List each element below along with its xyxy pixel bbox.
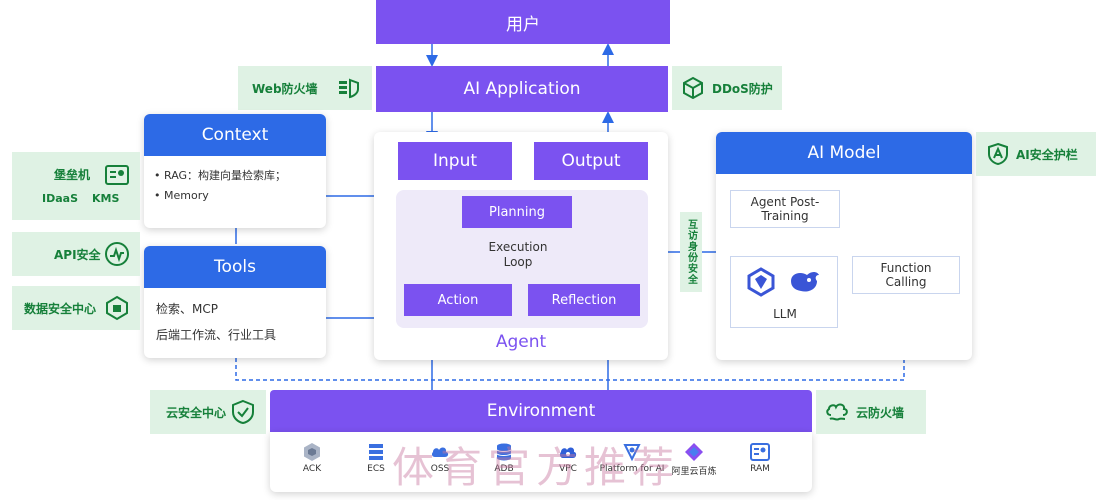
env-ecs: ECS (346, 442, 406, 474)
output-box: Output (534, 142, 648, 180)
env-ecs-label: ECS (367, 464, 385, 474)
env-adb-label: ADB (494, 464, 514, 474)
cube-shield-icon (683, 76, 703, 100)
env-ram: RAM (730, 442, 790, 474)
function-calling-line: Calling (885, 275, 927, 289)
ai-guardrail-badge: AI安全护栏 (976, 132, 1096, 176)
context-list: • RAG：构建向量检索库； • Memory (144, 156, 326, 216)
ai-model-title: AI Model (716, 132, 972, 174)
data-security-label: 数据安全中心 (24, 301, 97, 316)
function-calling-box: Function Calling (852, 256, 960, 294)
output-label: Output (561, 151, 621, 171)
ecs-server-icon (369, 444, 383, 460)
environment-body (270, 432, 812, 492)
env-bailian: 阿里云百炼 (664, 442, 724, 477)
input-label: Input (432, 151, 478, 171)
ai-application-label: AI Application (463, 79, 581, 99)
execution-loop-line: Loop (503, 255, 533, 269)
tools-item: 检索、MCP (156, 302, 218, 316)
env-ack: ACK (282, 442, 342, 474)
data-security-badge: 数据安全中心 (12, 286, 140, 330)
watermark-text: 体育官方推荐 (392, 443, 681, 492)
cloud-security-badge: 云安全中心 (150, 390, 266, 434)
cloud-security-label: 云安全中心 (166, 405, 227, 420)
pulse-icon (105, 242, 129, 266)
execution-loop-line: Execution (488, 240, 548, 254)
ack-icon (304, 443, 320, 461)
environment-title: Environment (270, 390, 812, 432)
environment-label: Environment (486, 401, 596, 421)
hex-icon (106, 295, 128, 321)
env-pai: Platform for AI (599, 442, 665, 474)
cloud-wave-icon (826, 403, 848, 421)
ram-id-icon (750, 443, 770, 461)
mutual-identity-badge: 互访身份安全 (680, 212, 702, 292)
cloud-firewall-label: 云防火墙 (856, 405, 905, 420)
bailian-icon (685, 443, 703, 461)
web-firewall-badge: Web防火墙 (238, 66, 372, 110)
post-training-line: Agent Post- (750, 195, 820, 209)
agent-post-training-box: Agent Post- Training (730, 190, 840, 228)
input-box: Input (398, 142, 512, 180)
firewall-icon (339, 78, 359, 99)
user-box: 用户 (376, 0, 670, 44)
pai-icon (623, 444, 641, 462)
shield-a-icon (988, 142, 1008, 166)
llm-box: LLM (730, 256, 838, 328)
ai-application-box: AI Application (376, 66, 668, 112)
action-label: Action (437, 292, 479, 308)
context-item: • RAG：构建向量检索库； (154, 169, 287, 182)
context-title: Context (144, 114, 326, 156)
api-security-badge: API安全 (12, 232, 140, 276)
env-pai-label: Platform for AI (599, 464, 665, 474)
idaas-label: IDaaS (42, 192, 78, 205)
id-card-icon (105, 165, 129, 185)
qwen-icon (747, 267, 775, 297)
bastion-label: 堡垒机 (54, 168, 91, 182)
kms-label: KMS (92, 192, 120, 205)
planning-label: Planning (489, 204, 545, 220)
planning-box: Planning (462, 196, 572, 228)
reflection-box: Reflection (528, 284, 640, 316)
tools-item: 后端工作流、行业工具 (156, 328, 277, 342)
tools-card: Tools 检索、MCP 后端工作流、行业工具 (144, 246, 326, 358)
user-label: 用户 (506, 14, 540, 35)
reflection-label: Reflection (551, 292, 617, 308)
cloud-firewall-badge: 云防火墙 (816, 390, 926, 434)
env-ram-label: RAM (750, 464, 770, 474)
web-firewall-label: Web防火墙 (252, 81, 318, 96)
oss-cloud-icon (431, 447, 449, 457)
bastion-badge: 堡垒机 IDaaS KMS (12, 152, 140, 220)
action-box: Action (404, 284, 512, 316)
context-card: Context • RAG：构建向量检索库； • Memory (144, 114, 326, 228)
deepseek-whale-icon (791, 272, 819, 292)
ddos-badge: DDoS防护 (672, 66, 782, 110)
agent-label: Agent (495, 332, 547, 352)
api-security-label: API安全 (54, 247, 101, 262)
env-adb: ADB (474, 442, 534, 474)
ddos-label: DDoS防护 (712, 81, 773, 96)
vpc-cloud-icon (559, 447, 577, 458)
execution-loop-label: Execution Loop (468, 240, 568, 270)
context-item: • Memory (154, 189, 209, 202)
tools-title: Tools (144, 246, 326, 288)
tools-list: 检索、MCP 后端工作流、行业工具 (144, 288, 326, 356)
env-oss: OSS (410, 442, 470, 474)
llm-label: LLM (773, 307, 797, 321)
env-oss-label: OSS (430, 464, 450, 474)
env-vpc-label: VPC (559, 464, 577, 474)
post-training-line: Training (761, 209, 809, 223)
env-ack-label: ACK (302, 464, 322, 474)
env-bailian-label: 阿里云百炼 (671, 467, 717, 477)
function-calling-line: Function (880, 261, 932, 275)
adb-database-icon (496, 443, 512, 461)
env-vpc: VPC (538, 442, 598, 474)
shield-check-icon (232, 399, 254, 425)
ai-model-card: AI Model (716, 132, 972, 360)
ai-guardrail-label: AI安全护栏 (1016, 147, 1078, 162)
